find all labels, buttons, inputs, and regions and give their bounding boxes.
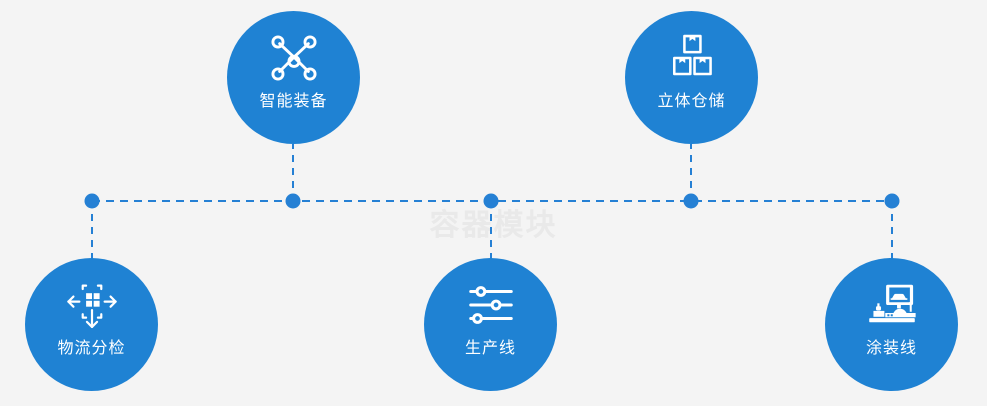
junction-dot-prodline — [483, 193, 499, 209]
node-stereoscopic-storage[interactable]: 立体仓储 — [625, 11, 758, 144]
network-nodes-icon — [267, 31, 321, 85]
node-label-painting-line: 涂装线 — [865, 340, 917, 357]
node-painting-line[interactable]: 涂装线 — [825, 258, 958, 391]
node-production-line[interactable]: 生产线 — [424, 258, 557, 391]
node-smart-equipment[interactable]: 智能装备 — [227, 11, 360, 144]
sorting-arrows-icon — [65, 278, 119, 332]
junction-dot-smart — [285, 193, 301, 209]
node-label-smart-equipment: 智能装备 — [259, 93, 328, 110]
stacked-boxes-icon — [665, 31, 719, 85]
paint-workshop-icon — [865, 278, 919, 332]
node-label-stereoscopic-storage: 立体仓储 — [657, 93, 726, 110]
junction-dot-paint — [884, 193, 900, 209]
node-label-logistics-sorting: 物流分检 — [57, 340, 126, 357]
junction-dot-storage — [683, 193, 699, 209]
junction-dot-sorting — [84, 193, 100, 209]
node-label-production-line: 生产线 — [464, 340, 516, 357]
node-logistics-sorting[interactable]: 物流分检 — [25, 258, 158, 391]
sliders-icon — [464, 278, 518, 332]
